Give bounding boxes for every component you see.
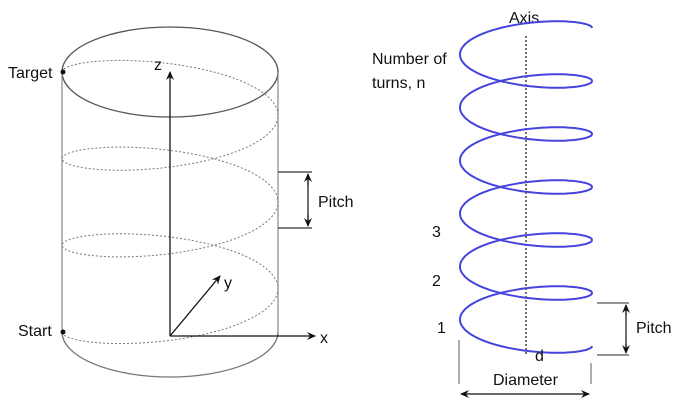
coil-curve (458, 20, 594, 354)
cylinder-bottom (61, 331, 279, 378)
z-axis-label: z (154, 57, 162, 74)
turns-label-line1: Number of (372, 51, 447, 68)
right-pitch-label: Pitch (636, 320, 672, 337)
x-axis-label: x (320, 330, 328, 347)
diameter-label: Diameter (493, 372, 559, 389)
target-point (60, 69, 66, 75)
cylinder-diagram: Target Start z y x Pitch (8, 26, 354, 378)
left-pitch-dimension (278, 171, 312, 229)
dotted-helix-path (61, 59, 279, 345)
d-label: d (535, 348, 544, 365)
turn-number-1: 1 (437, 320, 446, 337)
y-axis (169, 275, 221, 337)
turns-label-line2: turns, n (372, 75, 425, 92)
right-pitch-dimension (597, 302, 630, 356)
start-point (60, 329, 66, 335)
turn-number-2: 2 (432, 273, 441, 290)
dotted-helix-curve (61, 59, 279, 345)
start-label: Start (18, 323, 52, 340)
target-label: Target (8, 65, 53, 82)
diameter-dimension (458, 340, 592, 398)
y-axis-label: y (224, 275, 232, 292)
blue-coil (458, 20, 594, 354)
coil-diagram: Axis Number of turns, n 3 2 1 Pitch d Di… (372, 10, 672, 398)
turn-number-3: 3 (432, 224, 441, 241)
left-pitch-label: Pitch (318, 194, 354, 211)
